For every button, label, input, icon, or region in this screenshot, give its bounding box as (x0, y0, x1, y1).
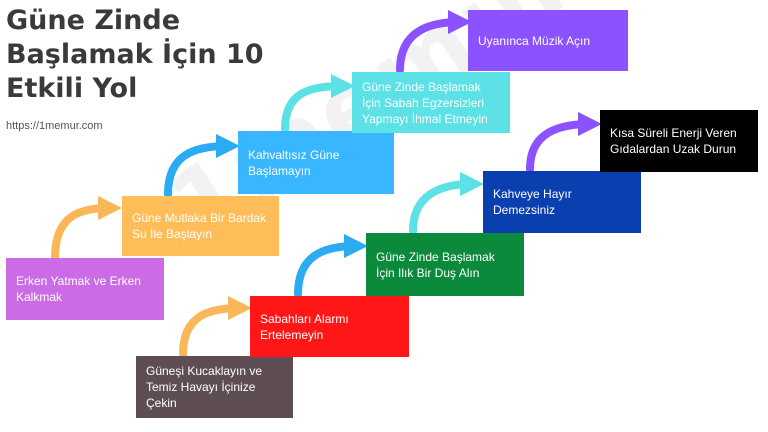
step-label: Sabahları Alarmı Ertelemeyin (260, 311, 349, 342)
step-box-5: Uyanınca Müzik Açın (468, 10, 628, 71)
step-box-10: Kısa Süreli Enerji Veren Gıdalardan Uzak… (600, 110, 758, 172)
step-box-1: Erken Yatmak ve Erken Kalkmak (6, 258, 164, 320)
step-label: Güne Zinde Başlamak İçin Sabah Egzersizl… (362, 79, 488, 126)
step-label: Güneşi Kucaklayın ve Temiz Havayı İçiniz… (146, 364, 263, 410)
step-box-4: Güne Zinde Başlamak İçin Sabah Egzersizl… (352, 72, 510, 133)
step-label: Uyanınca Müzik Açın (478, 33, 591, 48)
step-label: Kahveye Hayır Demezsiniz (493, 187, 572, 217)
step-box-6: Güneşi Kucaklayın ve Temiz Havayı İçiniz… (136, 356, 293, 418)
arrow-9-10 (526, 112, 602, 173)
step-label: Güne Zinde Başlamak İçin Ilık Bir Duş Al… (376, 249, 495, 280)
arrow-4-5 (396, 10, 472, 74)
source-url: https://1memur.com (6, 120, 103, 132)
arrow-3-4 (281, 74, 355, 133)
step-box-9: Kahveye Hayır Demezsiniz (483, 171, 641, 233)
step-box-2: Güne Mutlaka Bir Bardak Su İle Başlayın (122, 196, 279, 256)
step-box-8: Güne Zinde Başlamak İçin Ilık Bir Duş Al… (366, 233, 524, 296)
step-box-3: Kahvaltısız Güne Başlamayın (238, 131, 394, 194)
step-label: Kısa Süreli Enerji Veren Gıdalardan Uzak… (610, 126, 737, 156)
arrow-8-9 (409, 172, 484, 235)
diagram-title: Güne Zinde Başlamak İçin 10 Etkili Yol (6, 5, 264, 104)
arrow-1-2 (51, 196, 122, 262)
arrow-2-3 (164, 134, 240, 198)
step-label: Erken Yatmak ve Erken Kalkmak (16, 274, 141, 304)
step-box-7: Sabahları Alarmı Ertelemeyin (250, 296, 409, 357)
step-label: Güne Mutlaka Bir Bardak Su İle Başlayın (132, 211, 267, 241)
arrow-7-8 (294, 234, 368, 298)
arrow-6-7 (179, 296, 252, 358)
step-label: Kahvaltısız Güne Başlamayın (248, 147, 340, 178)
